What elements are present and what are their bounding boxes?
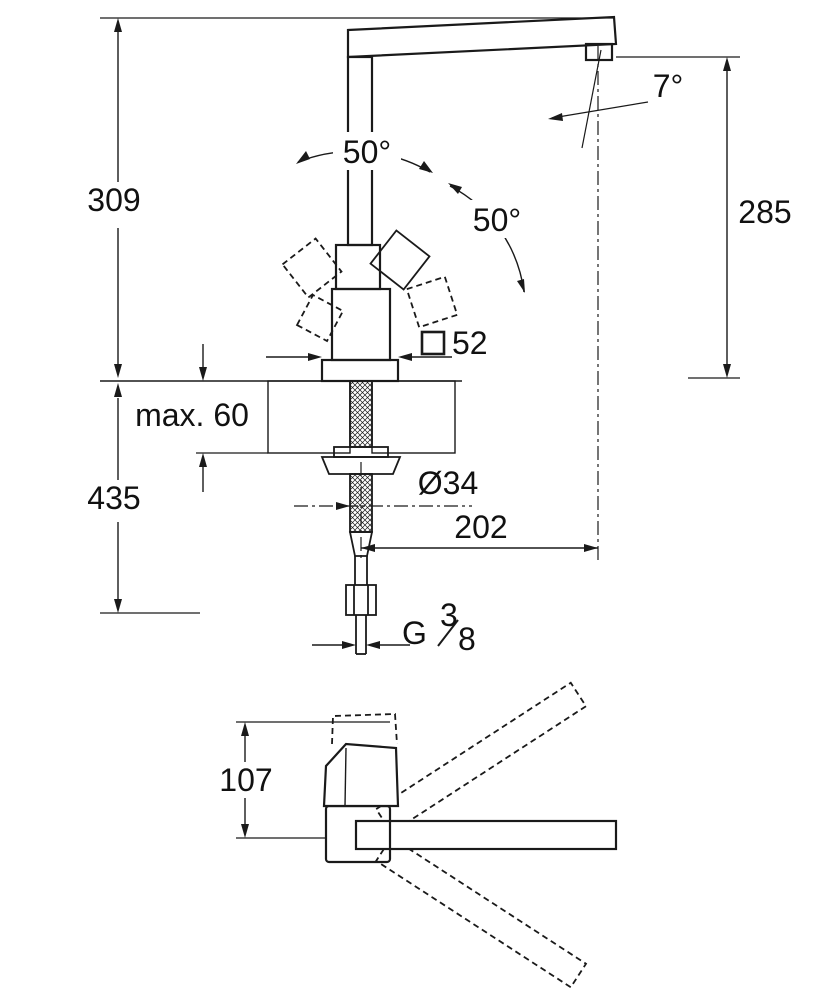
dim-52-arrow-left bbox=[308, 353, 322, 361]
dim-dia34-label: Ø34 bbox=[418, 465, 478, 501]
faucet-top-view bbox=[322, 681, 618, 989]
dim-107-arrow-bottom bbox=[241, 824, 249, 838]
dim-435-arrow-bottom bbox=[114, 599, 122, 613]
dim-52-label: 52 bbox=[452, 325, 488, 361]
arc-50-left-arrow1 bbox=[296, 151, 310, 164]
arc-50-right-arrow1 bbox=[448, 183, 462, 194]
mixer-body bbox=[330, 287, 392, 362]
arc-50-right-label-bg bbox=[463, 200, 531, 238]
dim-107-arrow-top bbox=[241, 722, 249, 736]
thread-fraction-slash bbox=[437, 619, 459, 647]
dim-g38-arrow-right bbox=[366, 641, 380, 649]
dim-7deg-arrow bbox=[548, 113, 563, 121]
counter-hatch-left bbox=[267, 380, 351, 454]
top-view-handle-edge bbox=[344, 747, 347, 807]
dim-50-left-label: 50° bbox=[343, 134, 391, 170]
threaded-shank-upper bbox=[349, 380, 373, 448]
dim-435-arrow-top bbox=[114, 383, 122, 397]
hose-nut bbox=[345, 584, 377, 616]
thread-g-label: G bbox=[402, 615, 427, 651]
dimension-107 bbox=[236, 721, 390, 839]
counter-hatch-right bbox=[371, 380, 456, 454]
outlet-tilt-line bbox=[581, 49, 602, 149]
dim-285-arrow-top bbox=[723, 57, 731, 71]
dim-309-label: 309 bbox=[87, 182, 140, 218]
square-symbol-icon bbox=[420, 330, 446, 356]
handle-pos-right-solid bbox=[369, 229, 431, 291]
mounting-nut bbox=[320, 456, 402, 475]
top-view-handle bbox=[322, 742, 400, 808]
dim-309-arrow-bottom bbox=[114, 364, 122, 378]
thread-denominator-label: 8 bbox=[458, 621, 476, 657]
dim-309-arrow-top bbox=[114, 18, 122, 32]
handle-pos-right-low-dashed bbox=[405, 275, 459, 329]
dim-7deg-label: 7° bbox=[653, 68, 684, 104]
handle-swivel-positions bbox=[281, 229, 459, 343]
thread-numerator-label: 3 bbox=[440, 597, 458, 633]
dim-7deg-leader bbox=[551, 101, 649, 119]
dim-max60-arrow-up bbox=[199, 453, 207, 467]
arc-50-left-label-bg bbox=[333, 132, 401, 170]
arc-50-left-arrow2 bbox=[419, 161, 433, 173]
spout-swivel-down-dashed bbox=[374, 836, 588, 989]
spout-swivel-up-dashed bbox=[374, 681, 588, 834]
dim-max60-label: max. 60 bbox=[135, 397, 249, 433]
dim-50-right-label: 50° bbox=[473, 202, 521, 238]
dim-435-label: 435 bbox=[87, 480, 140, 516]
base-escutcheon bbox=[320, 358, 400, 383]
dim-52-arrow-right bbox=[398, 353, 412, 361]
spout-arm bbox=[346, 15, 618, 59]
handle-pos-left-dashed bbox=[281, 237, 343, 299]
dim-202-arrow-left bbox=[361, 544, 375, 552]
dim-dia34-arrow bbox=[336, 502, 350, 510]
dim-max60-arrow-down bbox=[199, 367, 207, 381]
top-view-handle-dashed bbox=[331, 713, 398, 745]
dim-202-arrow-right bbox=[584, 544, 598, 552]
top-view-spout bbox=[354, 819, 618, 851]
dimension-lines bbox=[100, 17, 740, 649]
handle-pos-left-low-dashed bbox=[295, 293, 345, 343]
dim-107-label: 107 bbox=[219, 762, 272, 798]
arc-50-right-arrow2 bbox=[517, 279, 525, 293]
mounting-washer bbox=[333, 446, 389, 458]
dim-g38-arrow-left bbox=[342, 641, 356, 649]
dim-202-label: 202 bbox=[454, 509, 507, 545]
dim-285-arrow-bottom bbox=[723, 364, 731, 378]
dim-285-label: 285 bbox=[738, 194, 791, 230]
